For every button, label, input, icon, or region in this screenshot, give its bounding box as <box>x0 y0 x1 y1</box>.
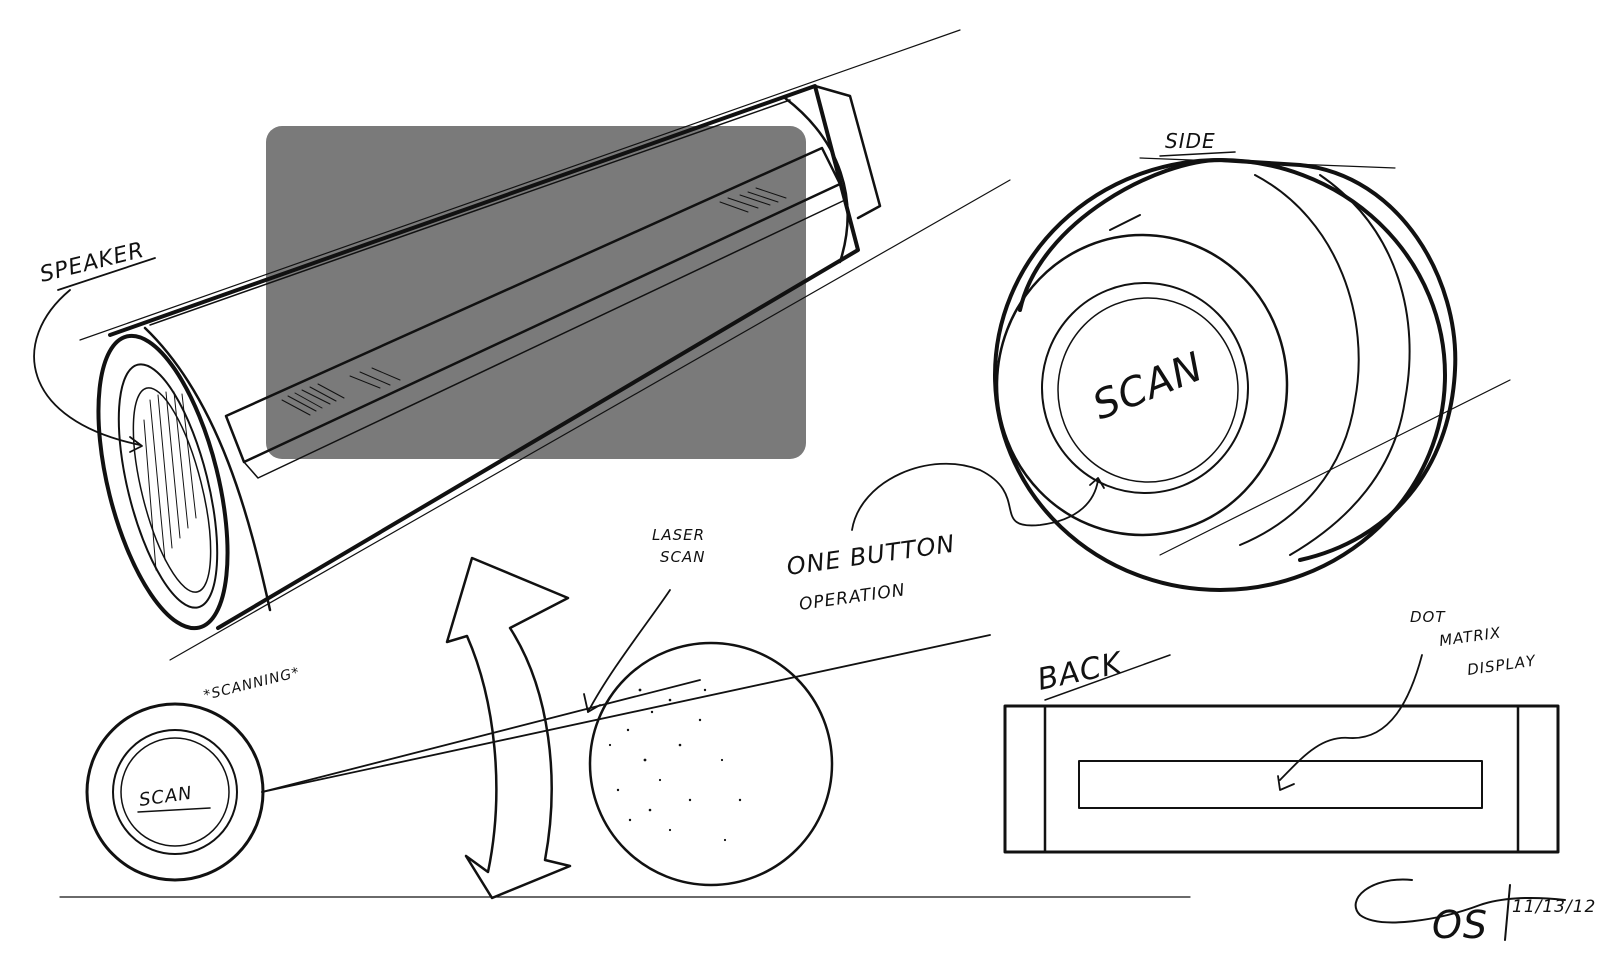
signature-date: 11/13/12 <box>1512 897 1596 917</box>
scanning-label: *SCANNING* <box>202 664 302 703</box>
side-view <box>993 158 1458 592</box>
back-label: BACK <box>1034 645 1126 697</box>
signature-initials: OS <box>1432 903 1488 947</box>
rotate-arrow-icon <box>445 556 572 900</box>
signature <box>1354 878 1566 941</box>
laser-beams <box>261 589 991 793</box>
perspective-guides <box>59 29 1511 898</box>
dot-label-2: MATRIX <box>1438 623 1502 650</box>
background-panel <box>266 126 806 459</box>
scan-big-label: SCAN <box>1087 344 1210 430</box>
back-view <box>1003 654 1560 854</box>
side-underline <box>1159 151 1236 157</box>
small-scan-button <box>85 702 265 882</box>
speaker-label: SPEAKER <box>37 238 147 288</box>
laser-label-2: SCAN <box>660 548 705 566</box>
one-button-label-2: OPERATION <box>798 580 907 615</box>
scanned-sphere <box>588 641 834 887</box>
dot-label-1: DOT <box>1410 608 1446 626</box>
dot-matrix-display <box>1078 760 1483 809</box>
scanner-body <box>96 84 882 631</box>
laser-label-1: LASER <box>652 526 705 544</box>
one-button-callout <box>851 462 1105 531</box>
side-label: SIDE <box>1165 129 1216 153</box>
scan-small-label: SCAN <box>138 783 194 811</box>
one-button-label-1: ONE BUTTON <box>785 530 957 581</box>
dot-label-3: DISPLAY <box>1466 651 1538 679</box>
dot-matrix-callout <box>1277 654 1423 791</box>
speaker-callout <box>33 257 156 453</box>
